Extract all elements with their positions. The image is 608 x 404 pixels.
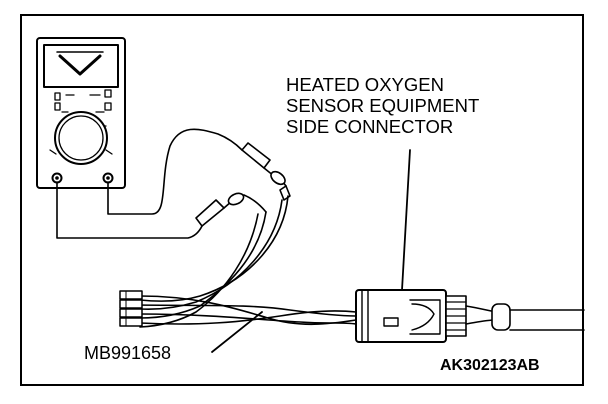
sensor-cable <box>465 303 585 331</box>
test-harness-icon <box>139 195 357 328</box>
connector-icon <box>355 289 467 343</box>
callout-line-2: SENSOR EQUIPMENT <box>286 95 480 116</box>
tool-label: MB991658 <box>84 343 172 363</box>
probe-clips <box>195 142 291 227</box>
tool-leader-line <box>211 311 263 353</box>
connector-leader-line <box>401 149 411 291</box>
figure-code: AK302123AB <box>440 357 540 374</box>
harness-terminals <box>119 290 143 327</box>
meter-leads <box>56 128 243 239</box>
callout-line-3: SIDE CONNECTOR <box>286 116 454 137</box>
connector-callout: HEATED OXYGEN SENSOR EQUIPMENT SIDE CONN… <box>286 74 479 137</box>
multimeter-icon <box>36 37 126 189</box>
callout-line-1: HEATED OXYGEN <box>286 74 444 95</box>
